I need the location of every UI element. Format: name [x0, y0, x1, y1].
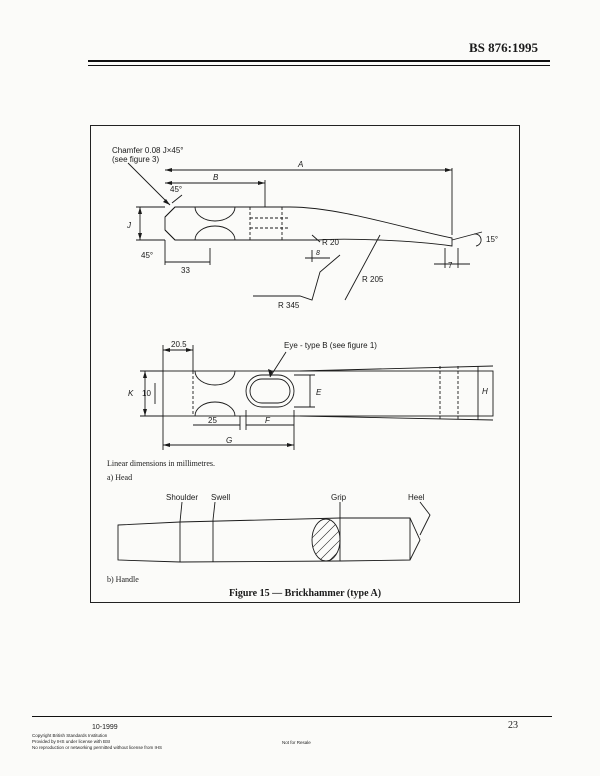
dim-K-label: K: [128, 389, 134, 398]
swell-label: Swell: [211, 493, 230, 502]
chamfer-note-ref: (see figure 3): [112, 155, 159, 164]
shoulder-label: Shoulder: [166, 493, 198, 502]
standard-number: BS 876:1995: [469, 40, 538, 55]
dim-R345-label: R 345: [278, 301, 300, 310]
dim-8-label: 8: [316, 250, 320, 257]
dim-H-label: H: [482, 387, 488, 396]
dim-E-label: E: [316, 388, 322, 397]
copyright-line-1: Copyright British Standards Institution: [32, 733, 108, 738]
not-for-resale: Not for Resale: [282, 740, 311, 745]
header-rule-thin: [88, 65, 550, 66]
dim-J-label: J: [126, 221, 132, 230]
dim-20-5-label: 20.5: [171, 340, 187, 349]
page-number: 23: [508, 720, 518, 731]
dim-15deg-label: 15°: [486, 235, 498, 244]
dim-G-label: G: [226, 436, 232, 445]
copyright-line-2: Provided by IHS under license with BSI: [32, 739, 111, 744]
heel-label: Heel: [408, 493, 425, 502]
footer-rule: [32, 716, 552, 717]
dim-25-label: 25: [208, 416, 217, 425]
dim-R205-label: R 205: [362, 275, 384, 284]
dim-10-label: 10: [142, 389, 151, 398]
part-a-label: a) Head: [107, 473, 132, 482]
eye-note: Eye - type B (see figure 1): [284, 341, 377, 350]
dim-33-label: 33: [181, 266, 190, 275]
dim-45-bottom-label: 45°: [141, 251, 153, 260]
chamfer-note: Chamfer 0.08 J×45°: [112, 146, 183, 155]
figure-frame: [90, 125, 520, 603]
header-rule-thick: [88, 60, 550, 62]
footer-date: 10-1999: [92, 724, 118, 731]
dim-F-label: F: [265, 416, 271, 425]
head-plan-outline: [162, 370, 494, 417]
part-b-label: b) Handle: [107, 575, 139, 584]
grip-section: [311, 518, 341, 562]
eye-slot: [245, 374, 295, 408]
dim-B-label: B: [213, 173, 219, 182]
linear-dimensions-note: Linear dimensions in millimetres.: [107, 459, 215, 468]
dim-7-label: 7: [448, 261, 453, 270]
dim-R20-label: R 20: [322, 238, 339, 247]
dim-A-label: A: [297, 160, 303, 169]
dim-45-top-label: 45°: [170, 185, 182, 194]
figure-caption: Figure 15 — Brickhammer (type A): [228, 588, 382, 599]
copyright-line-3: No reproduction or networking permitted …: [32, 745, 163, 750]
grip-label: Grip: [331, 493, 347, 502]
handle-outline: [117, 517, 421, 563]
